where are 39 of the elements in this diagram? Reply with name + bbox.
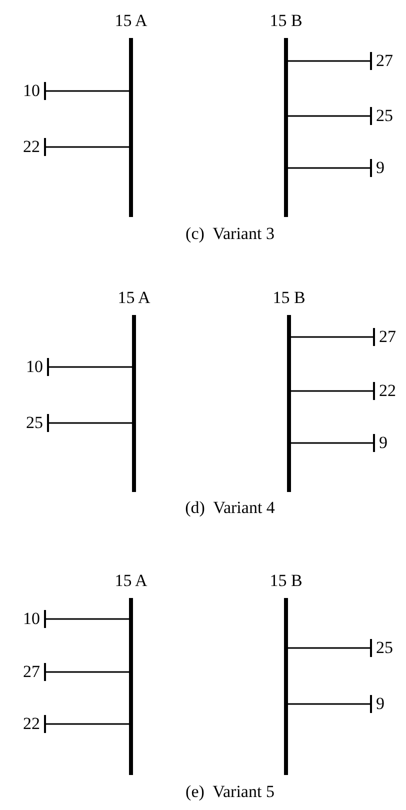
feeder-number: 25 [376, 639, 393, 657]
feeder-number: 27 [23, 663, 40, 681]
feeder-number: 27 [379, 328, 396, 346]
connector-line [288, 115, 372, 117]
connector-line [46, 146, 129, 148]
feeder-number: 25 [26, 414, 43, 432]
connector-line [291, 442, 375, 444]
figure-caption: (c) Variant 3 [184, 225, 276, 243]
feeder-number: 22 [379, 382, 396, 400]
bus-label: 15 A [114, 12, 148, 30]
feeder-number: 22 [23, 715, 40, 733]
connector-line [288, 167, 372, 169]
feeder-number: 25 [376, 107, 393, 125]
figure-caption: (e) Variant 5 [184, 783, 276, 801]
feeder-number: 22 [23, 138, 40, 156]
figure-caption: (d) Variant 4 [184, 499, 276, 517]
feeder-number: 10 [23, 610, 40, 628]
feeder-number: 9 [376, 695, 384, 713]
feeder-number: 9 [379, 434, 388, 452]
connector-line [46, 671, 129, 673]
bus-label: 15 B [268, 572, 304, 590]
feeder-number: 10 [23, 82, 40, 100]
connector-line [49, 422, 132, 424]
feeder-number: 27 [376, 52, 393, 70]
bus-label: 15 B [268, 12, 304, 30]
bus-label: 15 B [272, 289, 306, 307]
connector-line [46, 90, 129, 92]
connector-line [291, 336, 375, 338]
feeder-number: 9 [376, 159, 384, 177]
connector-line [46, 723, 129, 725]
feeder-number: 10 [26, 358, 43, 376]
connector-line [49, 366, 132, 368]
connector-line [291, 390, 375, 392]
connector-line [288, 60, 372, 62]
bus-label: 15 A [114, 572, 148, 590]
connector-line [288, 647, 372, 649]
connector-line [288, 703, 372, 705]
connector-line [46, 618, 129, 620]
bus-label: 15 A [116, 289, 152, 307]
